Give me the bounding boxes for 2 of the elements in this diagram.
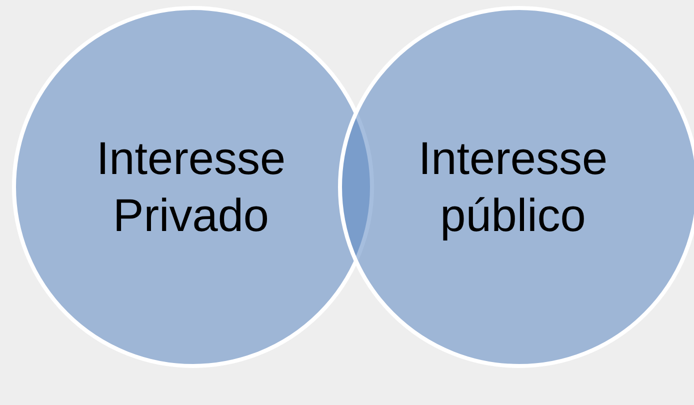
circle-label: Interesse Privado [95,130,287,243]
circle-label: Interesse público [417,130,609,243]
